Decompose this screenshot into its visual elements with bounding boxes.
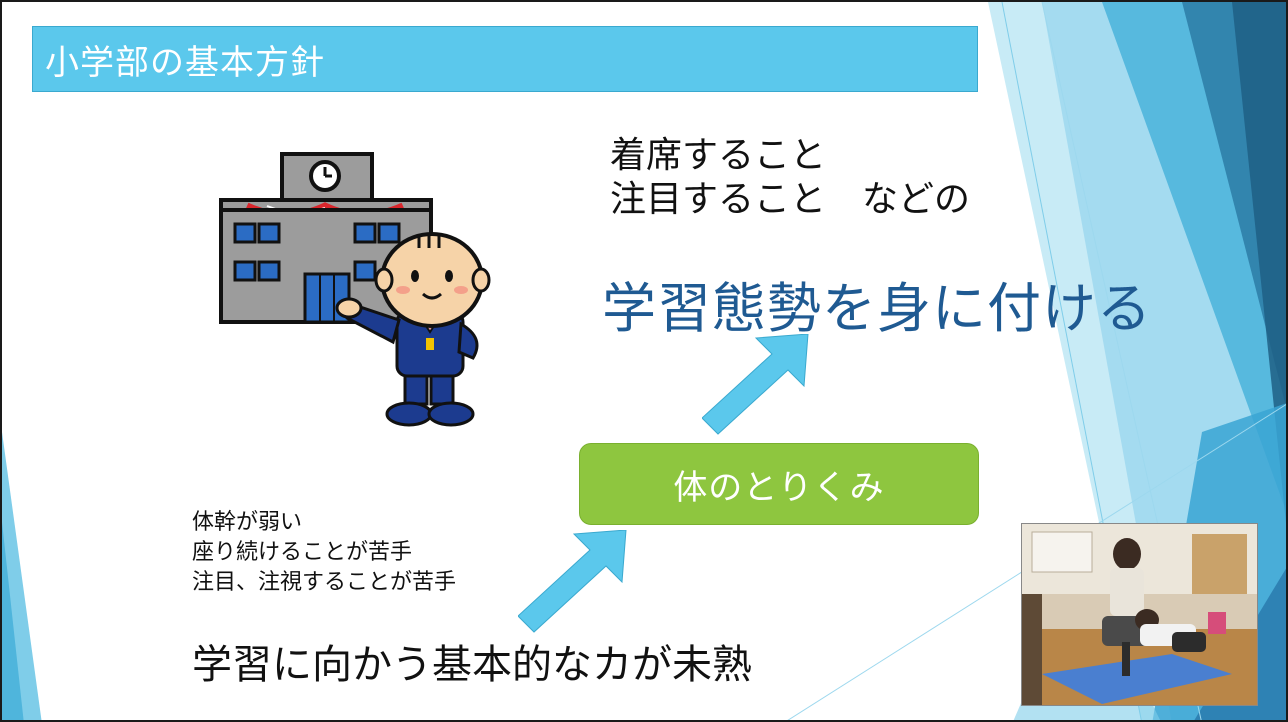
goal-line-1: 着席すること	[610, 135, 827, 176]
goal-line-2: 注目すること などの	[610, 179, 971, 220]
activity-photo	[1021, 523, 1258, 706]
arrow-up-right-icon	[702, 334, 809, 435]
issue-item: 注目、注視することが苦手	[192, 570, 457, 595]
slide-title: 小学部の基本方針	[45, 42, 325, 83]
base-statement: 学習に向かう基本的なカが未熟	[192, 642, 752, 688]
goal-statement: 学習態勢を身に付ける	[602, 277, 1152, 340]
step-box-label: 体のとりくみ	[673, 467, 885, 508]
arrow-up-right-icon	[518, 530, 627, 633]
issue-item: 体幹が弱い	[192, 510, 303, 535]
issues-list: 体幹が弱い 座り続けることが苦手 注目、注視することが苦手	[192, 508, 456, 598]
activity-photo-image	[1022, 524, 1257, 705]
title-bar: 小学部の基本方針	[32, 26, 978, 92]
school-illustration	[219, 152, 491, 427]
student-character-icon	[335, 232, 491, 427]
clock-icon	[309, 160, 341, 192]
goal-conditions: 着席すること 注目すること などの	[610, 134, 970, 222]
step-box: 体のとりくみ	[579, 443, 979, 525]
issue-item: 座り続けることが苦手	[192, 540, 413, 565]
